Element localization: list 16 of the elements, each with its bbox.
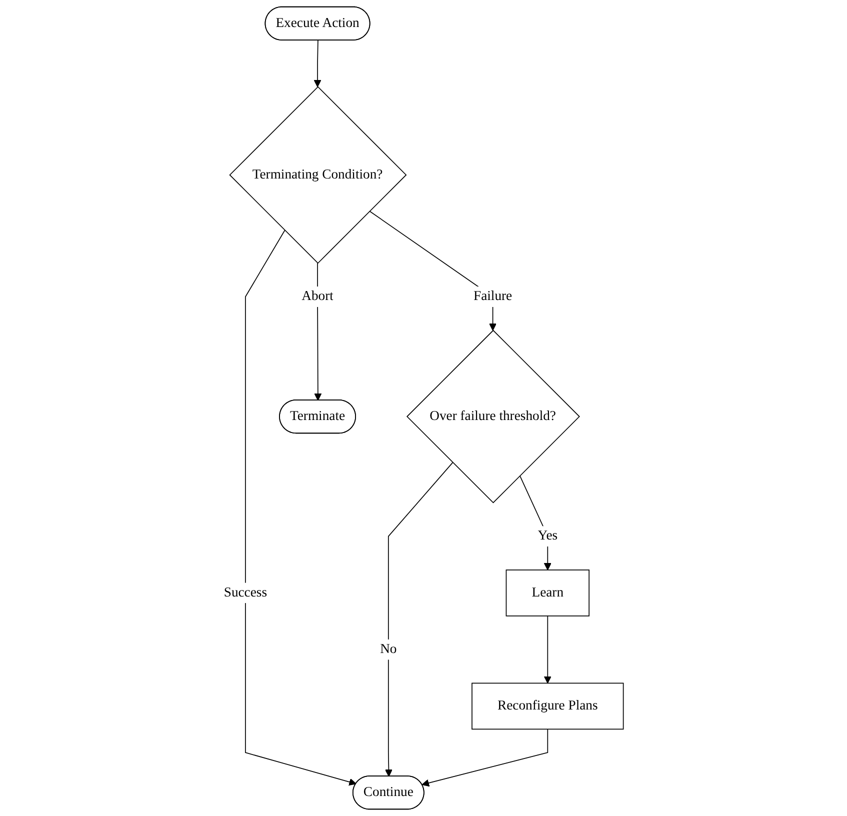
edge-label: Failure xyxy=(473,289,512,304)
edge-label: Abort xyxy=(302,289,334,304)
arrow xyxy=(422,728,548,787)
arrow xyxy=(244,230,356,786)
flowchart-diagram: Abort Success Failure No Yes Execute Action Terminating Condition? Over failure threshold? Learn Reconfigure Plans Terminate Continue xyxy=(180,0,666,816)
arrow xyxy=(314,40,322,88)
arrow xyxy=(384,462,453,777)
edge-label: Yes xyxy=(538,528,558,544)
edge-label: No xyxy=(380,642,397,656)
arrow xyxy=(519,475,552,570)
arrow xyxy=(544,616,552,684)
node-diamond xyxy=(406,330,580,504)
node-box xyxy=(471,682,624,730)
node-box xyxy=(506,570,590,616)
edge-label: Success xyxy=(224,585,267,600)
node-diamond xyxy=(229,86,407,264)
